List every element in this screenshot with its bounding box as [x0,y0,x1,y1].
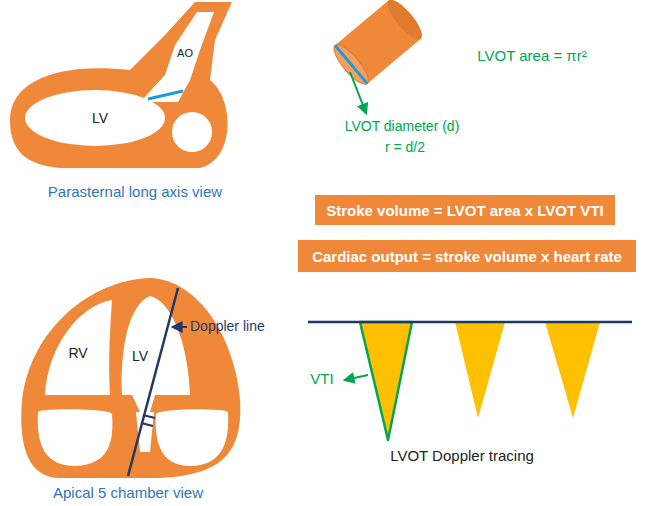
leader-arrow [350,72,366,113]
apical-heart [21,278,240,478]
leader-arrow [173,326,187,328]
formula-box: Cardiac output = stroke volume x heart r… [298,240,636,272]
formula-text: Stroke volume = LVOT area x LVOT VTI [326,202,603,219]
lvot-diameter-line [148,91,183,99]
formula-label: LVOT area = πr² [477,47,586,65]
part-label: Doppler line [190,318,265,335]
formula-box: Stroke volume = LVOT area x LVOT VTI [315,195,615,225]
part-label: RV [68,345,87,362]
dimension-label: LVOT diameter (d) [345,118,460,135]
doppler-tracing [308,322,632,440]
parasternal-heart [10,2,232,168]
formula-text: Cardiac output = stroke volume x heart r… [312,248,622,265]
leader-arrow [345,375,368,380]
lvot-cylinder [329,0,427,89]
formula-label: r = d/2 [385,139,425,156]
part-label: AO [177,47,193,60]
view-caption: Parasternal long axis view [48,183,222,201]
part-label: VTI [310,370,333,388]
part-label: LV [92,110,108,127]
view-caption: Apical 5 chamber view [53,484,203,502]
doppler-line [128,288,178,476]
part-label: LV [132,348,148,365]
view-caption: LVOT Doppler tracing [390,447,534,465]
